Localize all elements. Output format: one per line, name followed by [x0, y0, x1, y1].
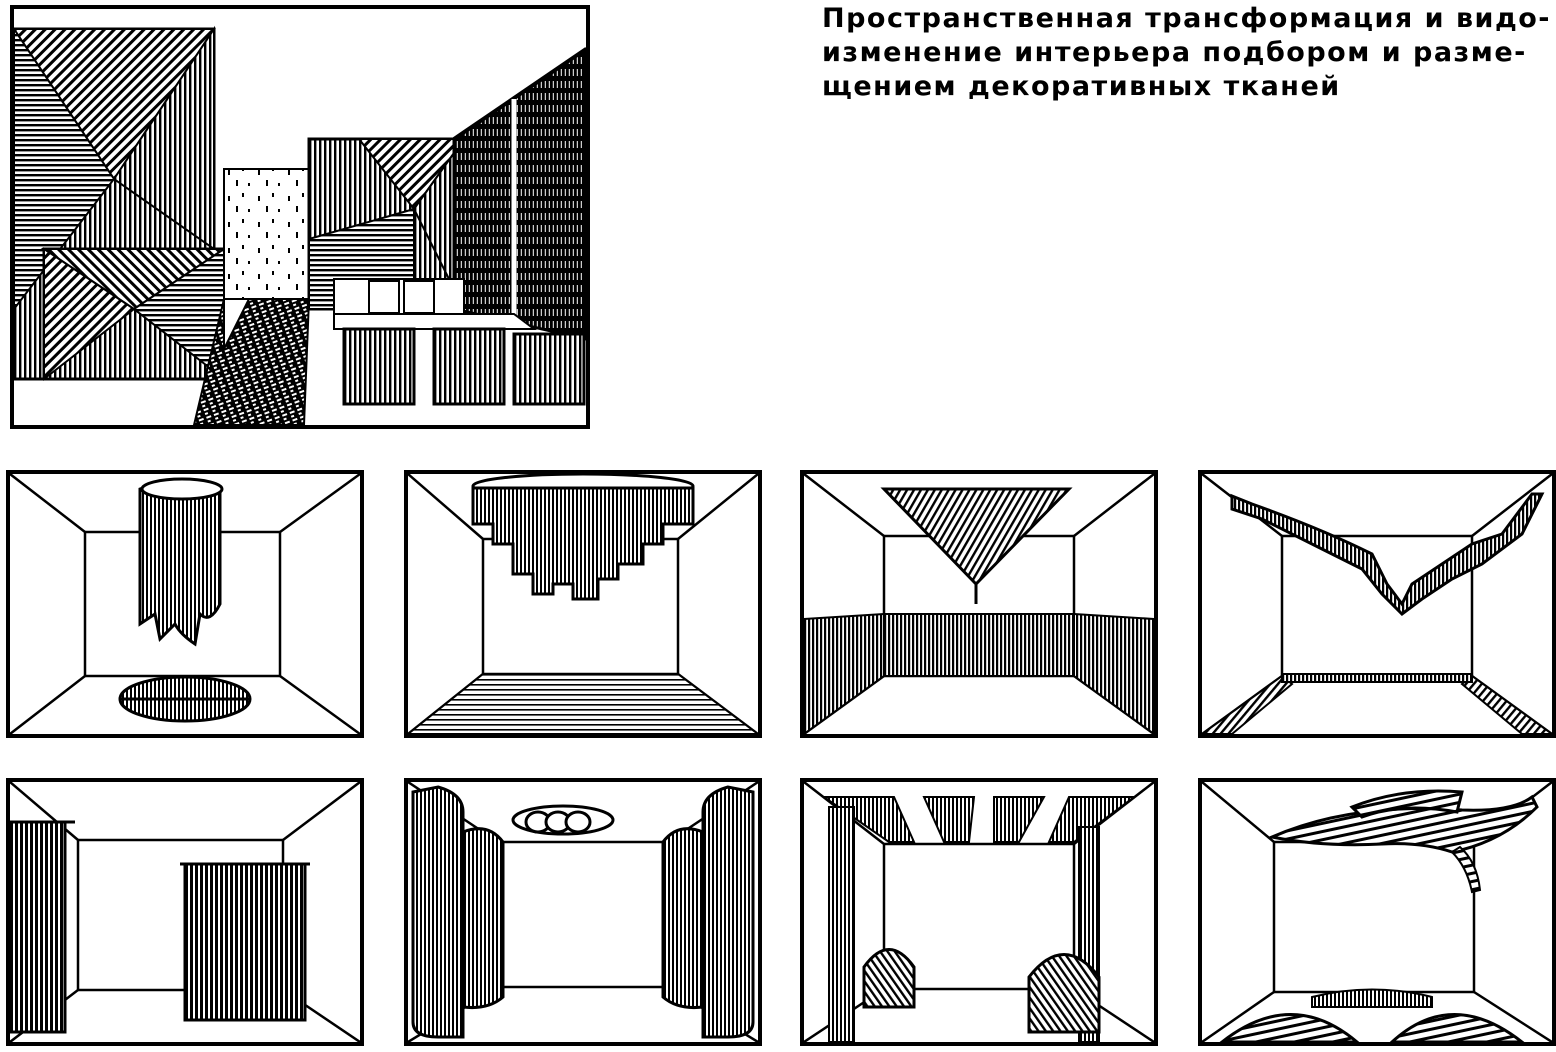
room-illustration-1 [6, 470, 364, 738]
caption-line-1: Пространственная трансформация и видо- [822, 3, 1552, 34]
room-illustration-5 [6, 778, 364, 1046]
room-illustration-2 [404, 470, 762, 738]
caption-line-2: изменение интерьера подбором и разме- [822, 37, 1527, 68]
room-illustration-3 [800, 470, 1158, 738]
caption-line-3: щением декоративных тканей [822, 71, 1341, 102]
room-illustration-8 [1198, 778, 1556, 1046]
room-illustration-6 [404, 778, 762, 1046]
caption: Пространственная трансформация и видо- и… [822, 2, 1550, 104]
room-illustration-7 [800, 778, 1158, 1046]
main-interior-illustration [10, 5, 590, 429]
room-illustration-4 [1198, 470, 1556, 738]
